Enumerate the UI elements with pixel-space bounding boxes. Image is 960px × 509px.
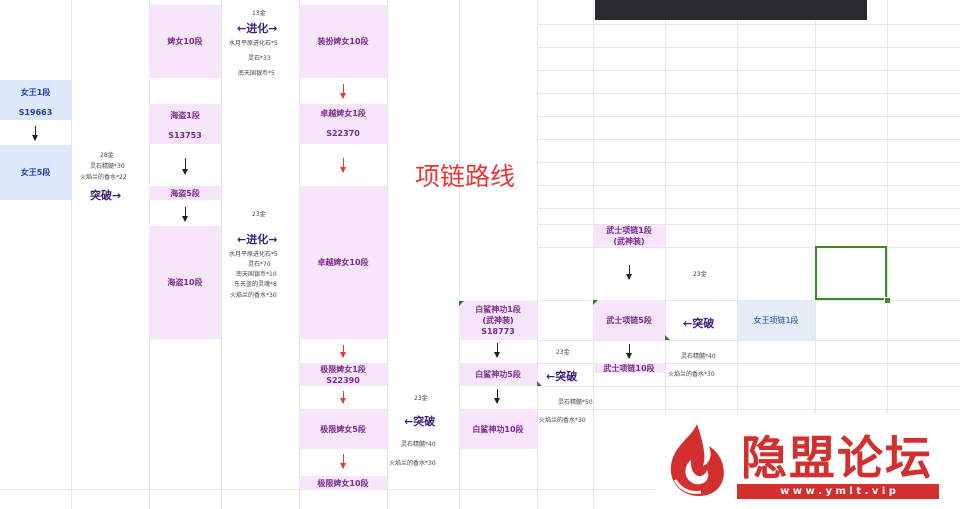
evo2-item-3: 南天国银币*10 (236, 271, 277, 278)
evo2-item-5: 火焰兰的香水*30 (230, 292, 277, 299)
breakthrough-3: ←突破 (546, 368, 577, 384)
bt1-cost: 28金 (100, 152, 114, 159)
arrow-right-icon: → (112, 189, 122, 202)
breakthrough-2: ←突破 (404, 413, 435, 429)
box-ultimate-maid-1-id: S22390 (299, 375, 387, 386)
box-ultimate-maid-10: 极限婢女10段 (299, 476, 387, 490)
selected-cell[interactable] (815, 246, 887, 300)
breakthrough-4: ←突破 (683, 315, 714, 331)
arrow-down (494, 389, 500, 404)
bt3-cost: 23金 (556, 349, 570, 356)
arrow-down (340, 84, 346, 99)
warrior-1-label: 武士项链1段 (606, 226, 652, 235)
fill-handle[interactable] (884, 297, 891, 304)
arrow-down (626, 344, 632, 359)
box-queen-1-id: S19663 (0, 104, 71, 120)
bt4-cost: 23金 (693, 271, 707, 278)
arrow-left-icon: ← (404, 415, 414, 428)
breakthrough-1: 突破→ (90, 187, 121, 203)
box-queen-necklace-1: 女王项链1段 (737, 300, 815, 340)
bt1-item-2: 火焰兰的香水*22 (80, 174, 127, 181)
box-queen-1: 女王1段 (0, 80, 71, 104)
box-pirate-1-id: S13753 (149, 126, 221, 144)
evo2-item-4: 东天蓝的灵魂*8 (234, 281, 277, 288)
evo2-item-2: 灵石*70 (248, 261, 271, 268)
arrow-down (340, 391, 346, 404)
box-warrior-1: 武士项链1段 (武神装) (593, 225, 665, 247)
box-white-shark-1: 白鲨神功1段 (武神装) S18773 (459, 301, 537, 340)
box-ultimate-maid-5: 极限婢女5段 (299, 409, 387, 449)
arrow-down (494, 343, 500, 358)
bt2-item-2: 火焰兰的香水*30 (389, 460, 436, 467)
white-shark-1-label: 白鲨神功1段 (475, 305, 521, 314)
bt2-cost: 23金 (414, 395, 428, 402)
box-swift-maid-1: 卓越婢女1段 (299, 104, 387, 122)
arrow-right-icon: → (268, 233, 278, 246)
cell-comment-marker (459, 301, 464, 306)
arrow-down (32, 126, 38, 141)
box-swift-maid-10: 卓越婢女10段 (299, 186, 387, 339)
screen-overlay (595, 0, 867, 20)
watermark-name: 隐盟论坛 (741, 431, 933, 485)
white-shark-1-id: S18773 (481, 327, 515, 336)
cell-comment-marker (665, 335, 670, 340)
watermark: 隐盟论坛 w w w . y m l t . v i p (655, 414, 960, 509)
evo1-cost: 13金 (252, 10, 266, 17)
arrow-left-icon: ← (237, 233, 247, 246)
arrow-down (182, 207, 188, 222)
page-title: 项链路线 (415, 162, 516, 191)
bt3-item-1: 灵石精髓*50 (558, 399, 593, 406)
arrow-down (340, 158, 346, 173)
arrow-left-icon: ← (683, 317, 693, 330)
box-ultimate-maid-1: 极限婢女1段 (299, 363, 387, 375)
evolve-2-label: 进化 (246, 233, 269, 246)
arrow-down (340, 454, 346, 469)
breakthrough-2-label: 突破 (413, 415, 436, 428)
bt2-item-1: 灵石精髓*40 (401, 441, 436, 448)
evo1-item-3: 南天国银币*5 (238, 70, 275, 77)
cell-comment-marker (593, 300, 598, 305)
box-dress-maid-10: 装扮婢女10段 (299, 5, 387, 78)
flame-logo-icon (670, 424, 724, 496)
arrow-right-icon: → (268, 22, 278, 35)
evo1-item-1: 水月平原进化石*5 (229, 40, 278, 47)
evo2-item-1: 水月平原进化石*5 (229, 251, 278, 258)
bt1-item-1: 灵石精髓*30 (90, 163, 125, 170)
box-queen-5: 女王5段 (0, 145, 71, 200)
box-swift-maid-1-id: S22370 (299, 122, 387, 144)
arrow-down (626, 265, 632, 280)
breakthrough-3-label: 突破 (555, 370, 578, 383)
white-shark-1-sub: (武神装) (482, 316, 514, 325)
evolve-1-label: 进化 (246, 22, 269, 35)
box-warrior-5: 武士项链5段 (593, 300, 665, 340)
bt4-item-1: 灵石精髓*40 (681, 353, 716, 360)
box-pirate-10: 海盗10段 (149, 226, 221, 339)
arrow-down (182, 158, 188, 175)
evo1-item-2: 灵石*33 (248, 55, 271, 62)
bt3-item-2: 火焰兰的香水*30 (539, 417, 586, 424)
box-pirate-1: 海盗1段 (149, 104, 221, 126)
evolve-2: ←进化→ (237, 231, 277, 247)
box-warrior-10: 武士项链10段 (593, 363, 665, 373)
breakthrough-1-label: 突破 (90, 189, 112, 202)
arrow-down (340, 345, 346, 358)
arrow-left-icon: ← (546, 370, 556, 383)
bt4-item-2: 火焰兰的香水*30 (668, 371, 715, 378)
arrow-left-icon: ← (237, 22, 247, 35)
box-white-shark-5: 白鲨神功5段 (459, 363, 537, 386)
breakthrough-4-label: 突破 (692, 317, 715, 330)
warrior-1-sub: (武神装) (613, 237, 645, 246)
box-maid-10: 婢女10段 (149, 5, 221, 78)
box-white-shark-10: 白鲨神功10段 (459, 409, 537, 449)
evolve-1: ←进化→ (237, 20, 277, 36)
watermark-url: w w w . y m l t . v i p (737, 484, 939, 499)
evo2-cost: 23金 (252, 211, 266, 218)
box-pirate-5: 海盗5段 (149, 186, 221, 200)
cell-comment-marker (537, 381, 542, 386)
